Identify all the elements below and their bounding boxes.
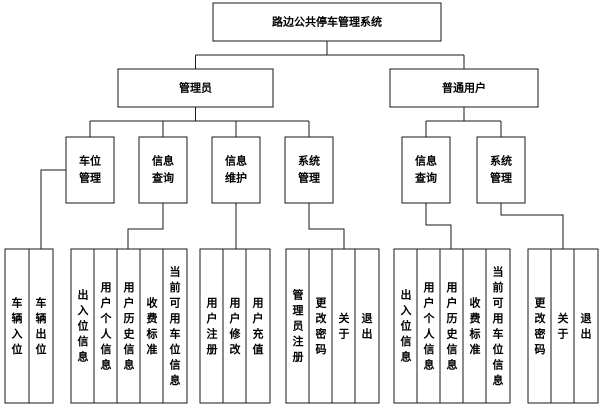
leaf-user-query-4-label: 收费标准: [469, 295, 481, 356]
leaf-user-query-2-label: 用户个人信息: [423, 281, 436, 372]
leaf-nodes: 车辆入位车辆出位出入位信息用户个人信息用户历史信息收费标准当前可用车位信息用户注…: [4, 248, 599, 404]
leaf-user-system-1: 更改密码: [527, 248, 553, 404]
root-label: 路边公共停车管理系统: [272, 15, 382, 29]
leaf-admin-parking-2: 车辆出位: [28, 248, 54, 404]
module-admin-query: 信息查询: [138, 136, 188, 204]
leaf-admin-system-2: 更改密码: [308, 248, 334, 404]
module-admin-maintain-label: 信息维护: [225, 154, 247, 185]
connector-lines: [40, 41, 564, 249]
leaf-user-query-5-label: 当前可用车位信息: [493, 264, 504, 387]
connector-line: [127, 203, 164, 249]
leaf-user-query-1-label: 出入位信息: [401, 288, 412, 364]
leaf-admin-maintain-3-label: 用户充值: [253, 296, 264, 356]
leaf-admin-system-3: 关于: [331, 248, 357, 404]
module-user-query: 信息查询: [401, 136, 451, 204]
role-node-admin: 管理员: [117, 68, 274, 108]
leaf-admin-system-1: 管理员注册: [285, 248, 311, 404]
role-label-user: 普通用户: [442, 81, 486, 95]
connector-line: [40, 169, 66, 249]
leaf-admin-query-5: 当前可用车位信息: [162, 248, 188, 404]
leaf-admin-system-3-label: 关于: [339, 311, 350, 341]
module-user-system: 系统管理: [476, 136, 526, 204]
module-admin-system-label: 系统管理: [298, 154, 320, 185]
module-nodes: 车位管理 信息查询 信息维护 系统管理 信息查询 系统管理: [65, 136, 526, 204]
leaf-admin-query-3: 用户历史信息: [116, 248, 142, 404]
leaf-user-query-2: 用户个人信息: [416, 248, 442, 404]
leaf-user-query-3: 用户历史信息: [439, 248, 465, 404]
leaf-admin-query-2: 用户个人信息: [93, 248, 119, 404]
module-admin-query-label: 信息查询: [152, 154, 174, 185]
leaf-user-system-2-label: 关于: [558, 311, 569, 341]
leaf-admin-system-4-label: 退出: [362, 311, 373, 341]
leaf-admin-parking-1-label: 车辆入位: [12, 295, 23, 356]
leaf-user-system-3-label: 退出: [581, 311, 592, 341]
connector-line: [500, 203, 564, 249]
leaf-admin-system-1-label: 管理员注册: [293, 288, 304, 364]
leaf-admin-maintain-2: 用户修改: [222, 248, 248, 404]
root-node: 路边公共停车管理系统: [212, 2, 442, 42]
connector-line: [308, 203, 345, 249]
leaf-admin-maintain-3: 用户充值: [245, 248, 271, 404]
module-admin-system: 系统管理: [284, 136, 334, 204]
module-admin-parking: 车位管理: [65, 136, 115, 204]
leaf-admin-query-4-label: 收费标准: [146, 295, 158, 356]
leaf-user-system-3: 退出: [573, 248, 599, 404]
leaf-user-system-1-label: 更改密码: [535, 296, 547, 356]
leaf-admin-parking-1: 车辆入位: [4, 248, 30, 404]
leaf-admin-query-4: 收费标准: [139, 248, 165, 404]
leaf-admin-maintain-1: 用户注册: [199, 248, 225, 404]
leaf-admin-query-5-label: 当前可用车位信息: [170, 264, 181, 387]
leaf-user-query-4: 收费标准: [462, 248, 488, 404]
module-user-system-label: 系统管理: [490, 154, 512, 185]
role-node-user: 普通用户: [389, 68, 539, 108]
leaf-admin-maintain-1-label: 用户注册: [207, 296, 218, 356]
leaf-admin-parking-2-label: 车辆出位: [36, 295, 47, 356]
connector-line: [425, 203, 452, 249]
leaf-admin-query-1: 出入位信息: [70, 248, 96, 404]
leaf-user-query-5: 当前可用车位信息: [485, 248, 511, 404]
leaf-admin-system-4: 退出: [354, 248, 380, 404]
role-label-admin: 管理员: [179, 81, 212, 95]
leaf-admin-query-3-label: 用户历史信息: [124, 281, 136, 372]
leaf-user-query-3-label: 用户历史信息: [447, 281, 459, 372]
leaf-admin-query-2-label: 用户个人信息: [100, 281, 113, 372]
leaf-user-system-2: 关于: [550, 248, 576, 404]
module-user-query-label: 信息查询: [415, 154, 437, 185]
leaf-admin-system-2-label: 更改密码: [316, 296, 328, 356]
module-admin-parking-label: 车位管理: [79, 154, 101, 185]
leaf-admin-query-1-label: 出入位信息: [78, 288, 89, 364]
leaf-admin-maintain-2-label: 用户修改: [229, 296, 242, 356]
leaf-user-query-1: 出入位信息: [393, 248, 419, 404]
module-admin-maintain: 信息维护: [211, 136, 261, 204]
